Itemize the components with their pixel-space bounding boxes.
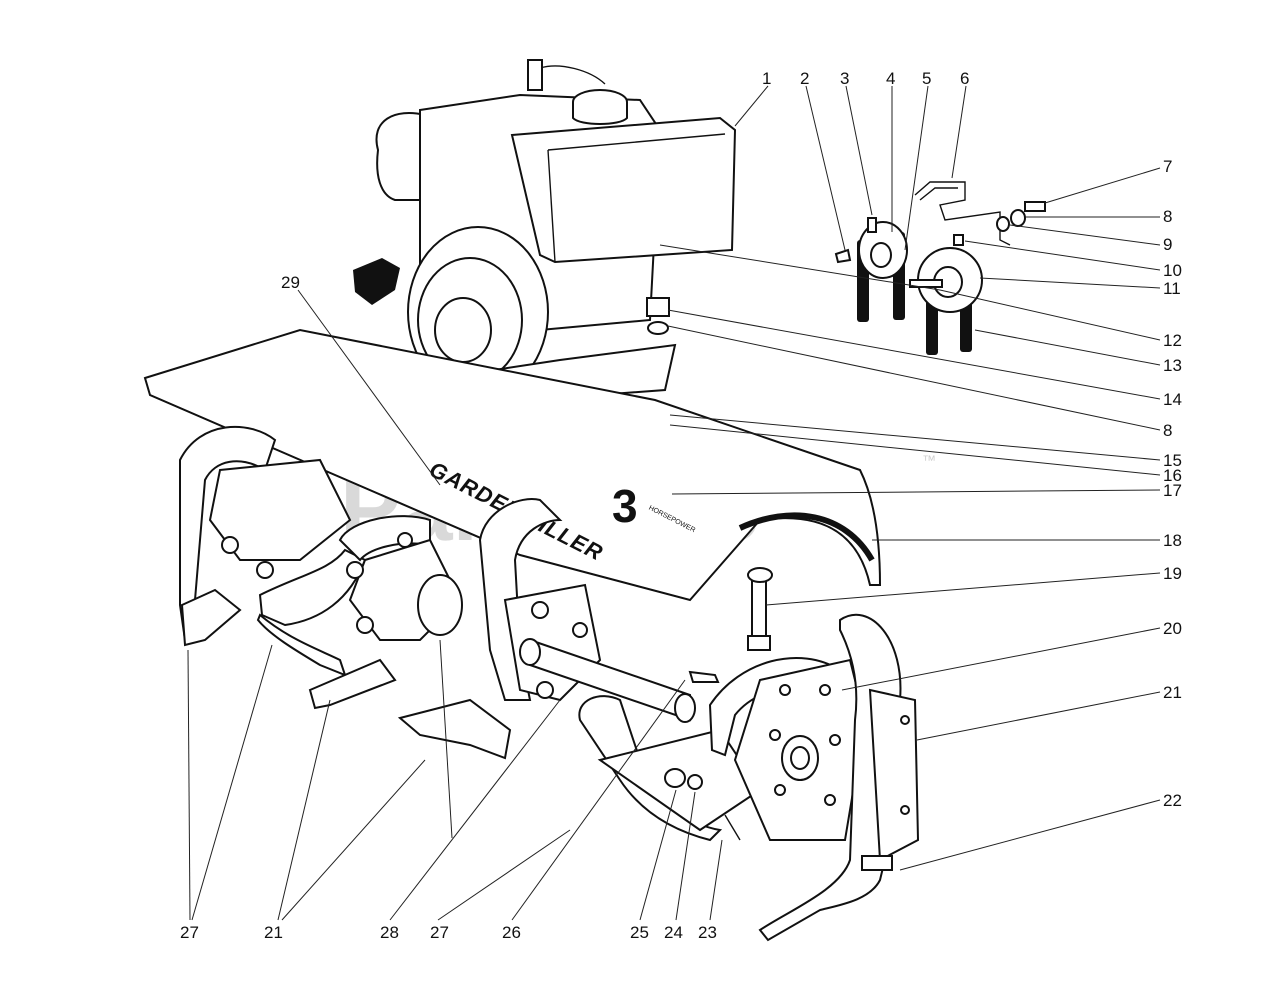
shield-bolt (747, 567, 773, 651)
callout-14: 14 (1163, 390, 1182, 409)
callout-27-left: 27 (180, 923, 199, 942)
callout-26: 26 (502, 923, 521, 942)
callout-24: 24 (664, 923, 683, 942)
callout-6: 6 (960, 69, 969, 88)
callout-28: 28 (380, 923, 399, 942)
callout-8-top: 8 (1163, 207, 1172, 226)
callout-10: 10 (1163, 261, 1182, 280)
callout-7: 7 (1163, 157, 1172, 176)
callout-4: 4 (886, 69, 895, 88)
callout-18: 18 (1163, 531, 1182, 550)
callout-21-right: 21 (1163, 683, 1182, 702)
callout-22: 22 (1163, 791, 1182, 810)
callout-17: 17 (1163, 481, 1182, 500)
callout-15: 15 (1163, 451, 1182, 470)
callout-29: 29 (281, 273, 300, 292)
callout-2: 2 (800, 69, 809, 88)
drive-pulleys (834, 181, 1046, 355)
callout-3: 3 (840, 69, 849, 88)
tine-axle (519, 638, 720, 723)
callout-8-lower: 8 (1163, 421, 1172, 440)
callout-20: 20 (1163, 619, 1182, 638)
callout-12: 12 (1163, 331, 1182, 350)
callout-21-left: 21 (264, 923, 283, 942)
callout-19: 19 (1163, 564, 1182, 583)
callout-5: 5 (922, 69, 931, 88)
left-tines (179, 425, 602, 760)
center-tines (578, 695, 762, 842)
callout-1: 1 (762, 69, 771, 88)
watermark-trademark: ™ (922, 452, 936, 468)
callout-23: 23 (698, 923, 717, 942)
callout-labels: 1 2 3 4 5 6 7 8 9 10 11 12 13 14 8 15 16… (180, 69, 1182, 942)
leader-lines (187, 85, 1161, 921)
callout-16: 16 (1163, 466, 1182, 485)
callout-25: 25 (630, 923, 649, 942)
callout-9: 9 (1163, 235, 1172, 254)
callout-13: 13 (1163, 356, 1182, 375)
decal-number: 3 (612, 480, 638, 532)
right-tines (708, 613, 920, 942)
callout-11: 11 (1163, 279, 1181, 298)
engine (353, 59, 737, 402)
callout-27-center: 27 (430, 923, 449, 942)
